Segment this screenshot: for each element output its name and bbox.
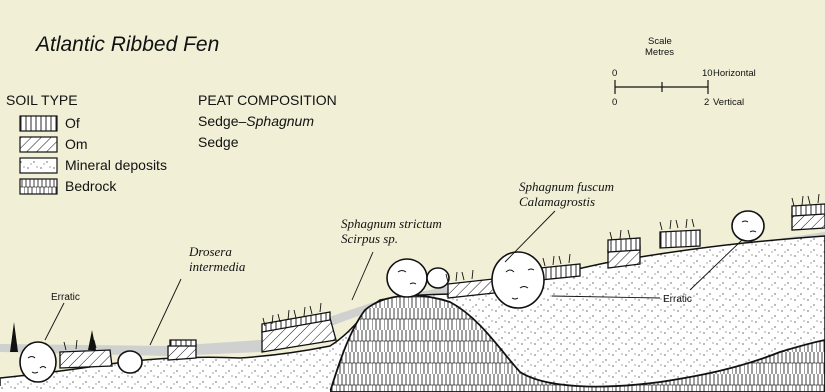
erratic-boulder-right <box>492 252 544 308</box>
scale-v-start: 0 <box>612 97 617 108</box>
label-erratic-right: Erratic <box>663 294 692 305</box>
boulder-hill-a <box>387 259 427 297</box>
legend-label-om: Om <box>65 136 88 152</box>
scale-h-label: Horizontal <box>713 68 756 79</box>
legend-label-bedrock: Bedrock <box>65 178 116 194</box>
scale-v-end: 2 <box>704 97 709 108</box>
diagram-title: Atlantic Ribbed Fen <box>36 33 219 57</box>
scale-h-start: 0 <box>612 68 617 79</box>
scale-v-label: Vertical <box>713 97 744 108</box>
legend-swatch-om <box>20 137 57 152</box>
scale-label: Scale <box>648 36 672 47</box>
scale-bar <box>615 80 708 94</box>
boulder-hill-b <box>427 268 449 288</box>
boulder-far-right <box>732 211 764 241</box>
legend-swatch-mineral <box>20 158 57 173</box>
legend-swatch-of <box>20 116 57 131</box>
peat-line-sedge: Sedge <box>198 134 238 150</box>
legend-label-of: Of <box>65 115 80 131</box>
soil-type-heading: SOIL TYPE <box>6 92 78 108</box>
label-erratic-left: Erratic <box>51 292 80 303</box>
legend-label-mineral: Mineral deposits <box>65 157 167 173</box>
scale-h-end: 10 <box>702 68 713 79</box>
legend-swatch-bedrock <box>20 179 57 194</box>
boulder-small-left <box>118 351 142 373</box>
peat-composition-heading: PEAT COMPOSITION <box>198 92 337 108</box>
legend-swatches <box>20 116 57 194</box>
erratic-boulder-left <box>20 342 56 382</box>
scale-units: Metres <box>645 47 674 58</box>
peat-line-sedge-sphagnum: Sedge–Sphagnum <box>198 113 314 129</box>
